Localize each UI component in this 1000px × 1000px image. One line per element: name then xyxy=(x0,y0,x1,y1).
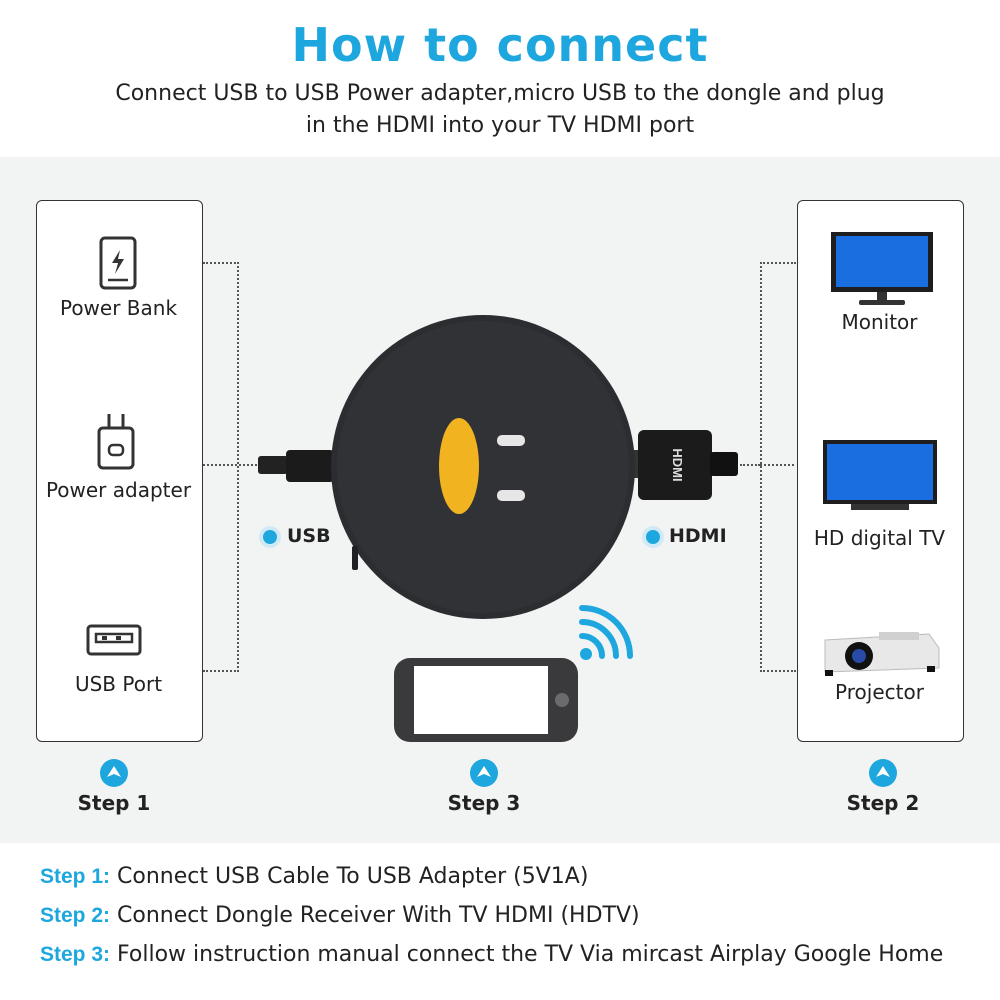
projector-label: Projector xyxy=(835,680,924,704)
hdmi-label: HDMI xyxy=(669,525,727,547)
step-2-label: Step 2 xyxy=(846,791,920,815)
power-adapter-icon xyxy=(97,414,135,470)
monitor-label: Monitor xyxy=(841,310,918,334)
instruction-step-2: Step 2: Connect Dongle Receiver With TV … xyxy=(40,903,640,928)
wifi-signal-icon xyxy=(579,605,633,660)
instruction-1-key: Step 1: xyxy=(40,865,111,888)
usb-port-label: USB Port xyxy=(74,672,163,696)
usb-port-icon xyxy=(86,624,142,656)
power-bank-label: Power Bank xyxy=(59,296,178,320)
instruction-step-3: Step 3: Follow instruction manual connec… xyxy=(40,942,943,967)
smartphone-icon xyxy=(394,658,578,742)
step-2-arrow-icon xyxy=(869,759,897,787)
instruction-2-key: Step 2: xyxy=(40,904,111,927)
hdmi-cable-icon: HDMI xyxy=(626,430,738,500)
subtitle: Connect USB to USB Power adapter,micro U… xyxy=(60,78,940,142)
power-bank-icon xyxy=(99,236,137,290)
instruction-3-text: Follow instruction manual connect the TV… xyxy=(117,942,944,967)
instruction-1-text: Connect USB Cable To USB Adapter (5V1A) xyxy=(117,864,589,889)
usb-bullet-icon xyxy=(263,530,277,544)
monitor-icon xyxy=(831,232,933,305)
left-dotted-connector xyxy=(203,262,239,672)
page-title: How to connect xyxy=(291,18,709,72)
step-3-arrow-icon xyxy=(470,759,498,787)
tv-icon xyxy=(823,440,937,510)
step-1-arrow-icon xyxy=(100,759,128,787)
right-dotted-link xyxy=(740,464,760,466)
hd-tv-label: HD digital TV xyxy=(813,526,946,550)
power-source-panel xyxy=(36,200,203,742)
usb-label: USB xyxy=(287,525,331,547)
instruction-2-text: Connect Dongle Receiver With TV HDMI (HD… xyxy=(117,903,640,928)
left-dotted-middle xyxy=(203,464,237,466)
hdmi-bullet-icon xyxy=(646,530,660,544)
hdmi-plug-text: HDMI xyxy=(670,448,685,481)
usb-cable-icon xyxy=(258,450,334,482)
subtitle-line-2: in the HDMI into your TV HDMI port xyxy=(305,113,695,138)
dongle-receiver xyxy=(331,315,635,619)
projector-icon xyxy=(824,632,940,676)
left-dotted-link xyxy=(239,464,261,466)
power-adapter-label: Power adapter xyxy=(45,478,192,502)
right-dotted-middle xyxy=(760,464,794,466)
instruction-3-key: Step 3: xyxy=(40,943,111,966)
subtitle-line-1: Connect USB to USB Power adapter,micro U… xyxy=(115,81,885,106)
right-dotted-connector xyxy=(760,262,796,672)
step-3-label: Step 3 xyxy=(447,791,521,815)
step-1-label: Step 1 xyxy=(77,791,151,815)
instruction-step-1: Step 1: Connect USB Cable To USB Adapter… xyxy=(40,864,588,889)
